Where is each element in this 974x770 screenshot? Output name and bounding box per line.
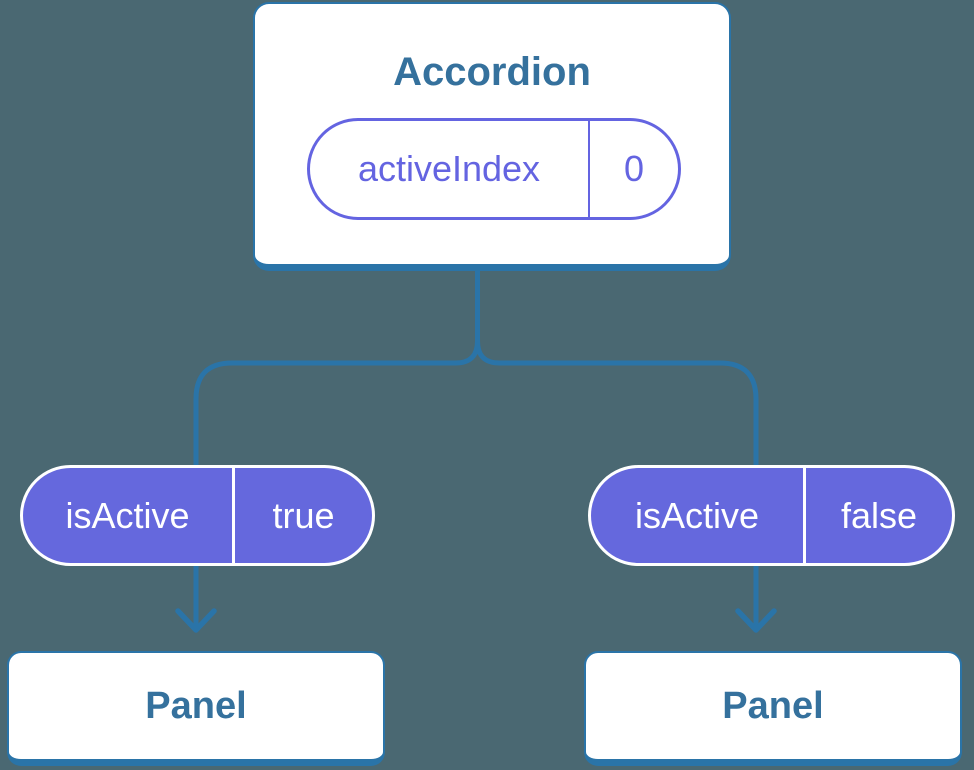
prop-value: false: [840, 494, 918, 536]
component-title: Panel: [145, 684, 247, 727]
arrow-down-icon: [735, 608, 777, 633]
panel-component-card-left: Panel: [7, 651, 385, 766]
connector-right-branch: [475, 263, 759, 631]
arrow-down-icon: [175, 608, 217, 633]
prop-name: isActive: [591, 468, 806, 563]
state-name: activeIndex: [310, 121, 590, 217]
prop-value: true: [272, 494, 335, 536]
state-value: 0: [623, 148, 645, 189]
prop-badge-right: isActive false: [588, 465, 955, 566]
component-title: Panel: [722, 684, 824, 727]
component-title: Accordion: [393, 50, 591, 94]
accordion-component-card: Accordion activeIndex 0: [253, 2, 731, 271]
prop-name: isActive: [23, 468, 235, 563]
prop-badge-left: isActive true: [20, 465, 375, 566]
state-badge: activeIndex 0: [307, 118, 681, 220]
panel-component-card-right: Panel: [584, 651, 962, 766]
connector-left-branch: [193, 263, 480, 631]
